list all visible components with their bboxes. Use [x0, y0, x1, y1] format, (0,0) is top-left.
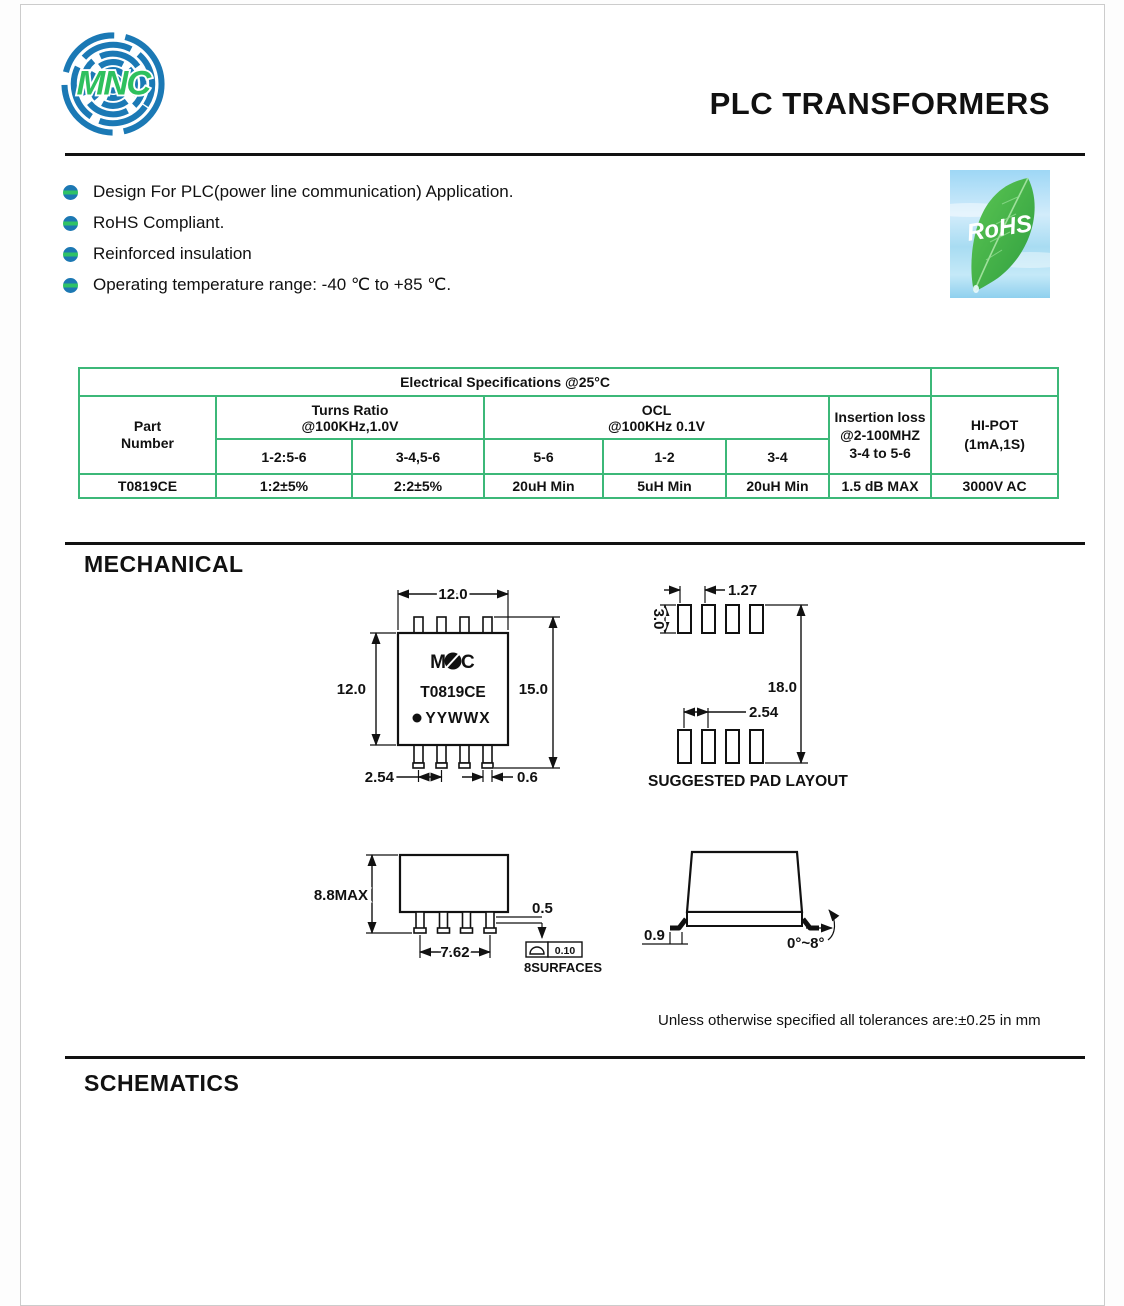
mechanical-drawings: 12.0 12.0 15.0 2.54 0.6 M C T0819CE YYWW…: [311, 580, 848, 975]
mechanical-heading: MECHANICAL: [84, 551, 244, 577]
table-title-spacer: [930, 367, 1060, 397]
svg-text:C: C: [461, 652, 475, 673]
flatness-icon: [529, 946, 545, 955]
top-view-drawing: [370, 589, 560, 782]
section-rule: [65, 1056, 1085, 1059]
rohs-badge: RoHS: [950, 170, 1050, 298]
subcol: 3-4,5-6: [351, 438, 485, 475]
feature-item: Operating temperature range: -40 ℃ to +8…: [63, 275, 513, 295]
dim-pad-pitch: 2.54: [749, 704, 779, 721]
side-view-drawing: [366, 853, 583, 958]
svg-text:M: M: [430, 652, 446, 673]
brand-text: MNC: [76, 64, 152, 102]
cell-turns-1: 1:2±5%: [215, 473, 353, 499]
dim-pin-pitch: 2.54: [365, 769, 395, 786]
dim-row-spacing: 18.0: [768, 679, 797, 696]
schematics-heading: SCHEMATICS: [84, 1070, 240, 1096]
feature-text: Reinforced insulation: [93, 244, 252, 263]
cell-part-number: T0819CE: [78, 473, 217, 499]
subcol: 1-2: [602, 438, 727, 475]
dim-pin-width: 0.6: [517, 769, 538, 786]
cell-insertion-loss: 1.5 dB MAX: [827, 473, 933, 499]
flatness-value: 0.10: [555, 945, 576, 957]
flatness-symbol-box: [525, 941, 549, 958]
feature-text: RoHS Compliant.: [93, 213, 225, 232]
svg-text:YYWWX: YYWWX: [425, 710, 490, 727]
dim-lead-thickness: 0.5: [532, 900, 553, 917]
col-turns-ratio: Turns Ratio @100KHz,1.0V: [215, 395, 485, 440]
subcol: 5-6: [483, 438, 604, 475]
feature-item: RoHS Compliant.: [63, 213, 513, 233]
bullet-icon: [63, 184, 78, 200]
section-rule: [65, 542, 1085, 545]
cell-turns-2: 2:2±5%: [351, 473, 485, 499]
end-view-drawing: [642, 850, 840, 945]
header-rule: [65, 153, 1085, 156]
subcol: 3-4: [725, 438, 830, 475]
feature-item: Design For PLC(power line communication)…: [63, 182, 513, 202]
dim-foot-length: 0.9: [644, 927, 665, 944]
page-title: PLC TRANSFORMERS: [709, 86, 1050, 121]
spec-table: Electrical Specifications @25°C Part Num…: [77, 367, 1060, 499]
table-row: T0819CE 1:2±5% 2:2±5% 20uH Min 5uH Min 2…: [78, 473, 1060, 499]
package-marking: M C T0819CE YYWWX: [412, 652, 490, 727]
pad-layout-drawing: [660, 585, 808, 764]
cell-ocl-3: 20uH Min: [725, 473, 830, 499]
feature-text: Design For PLC(power line communication)…: [93, 182, 514, 201]
dim-lead-angle: 0°~8°: [787, 935, 824, 952]
table-title: Electrical Specifications @25°C: [77, 367, 933, 397]
pad-layout-caption: SUGGESTED PAD LAYOUT: [648, 773, 848, 790]
dim-body-height: 12.0: [337, 681, 366, 698]
bullet-icon: [63, 246, 78, 262]
dim-pad-width: 1.27: [728, 582, 757, 599]
bullet-icon: [63, 277, 78, 293]
feature-list: Design For PLC(power line communication)…: [63, 182, 513, 306]
col-insertion-loss: Insertion loss @2-100MHZ 3-4 to 5-6: [827, 395, 933, 475]
dim-lead-span: 7.62: [440, 944, 469, 961]
pin1-dot-icon: [412, 713, 422, 723]
col-part-number: Part Number: [78, 395, 217, 475]
feature-item: Reinforced insulation: [63, 244, 513, 264]
dim-body-width: 12.0: [438, 586, 467, 603]
feature-text: Operating temperature range: -40 ℃ to +8…: [93, 275, 452, 294]
svg-text:T0819CE: T0819CE: [420, 684, 485, 701]
flatness-note: 8SURFACES: [524, 960, 602, 975]
tolerance-note: Unless otherwise specified all tolerance…: [658, 1012, 1041, 1029]
col-ocl: OCL @100KHz 0.1V: [483, 395, 830, 440]
cell-hipot: 3000V AC: [930, 473, 1060, 499]
dim-pad-height: 3.0: [650, 609, 667, 630]
cell-ocl-2: 5uH Min: [602, 473, 727, 499]
bullet-icon: [63, 215, 78, 231]
cell-ocl-1: 20uH Min: [483, 473, 604, 499]
subcol: 1-2:5-6: [215, 438, 353, 475]
mnc-logo: MNC: [61, 32, 165, 136]
col-hipot: HI-POT (1mA,1S): [930, 395, 1060, 475]
dim-overall-height: 15.0: [519, 681, 548, 698]
page-sheet: [20, 4, 1105, 1306]
dim-max-height: 8.8MAX: [314, 887, 368, 904]
